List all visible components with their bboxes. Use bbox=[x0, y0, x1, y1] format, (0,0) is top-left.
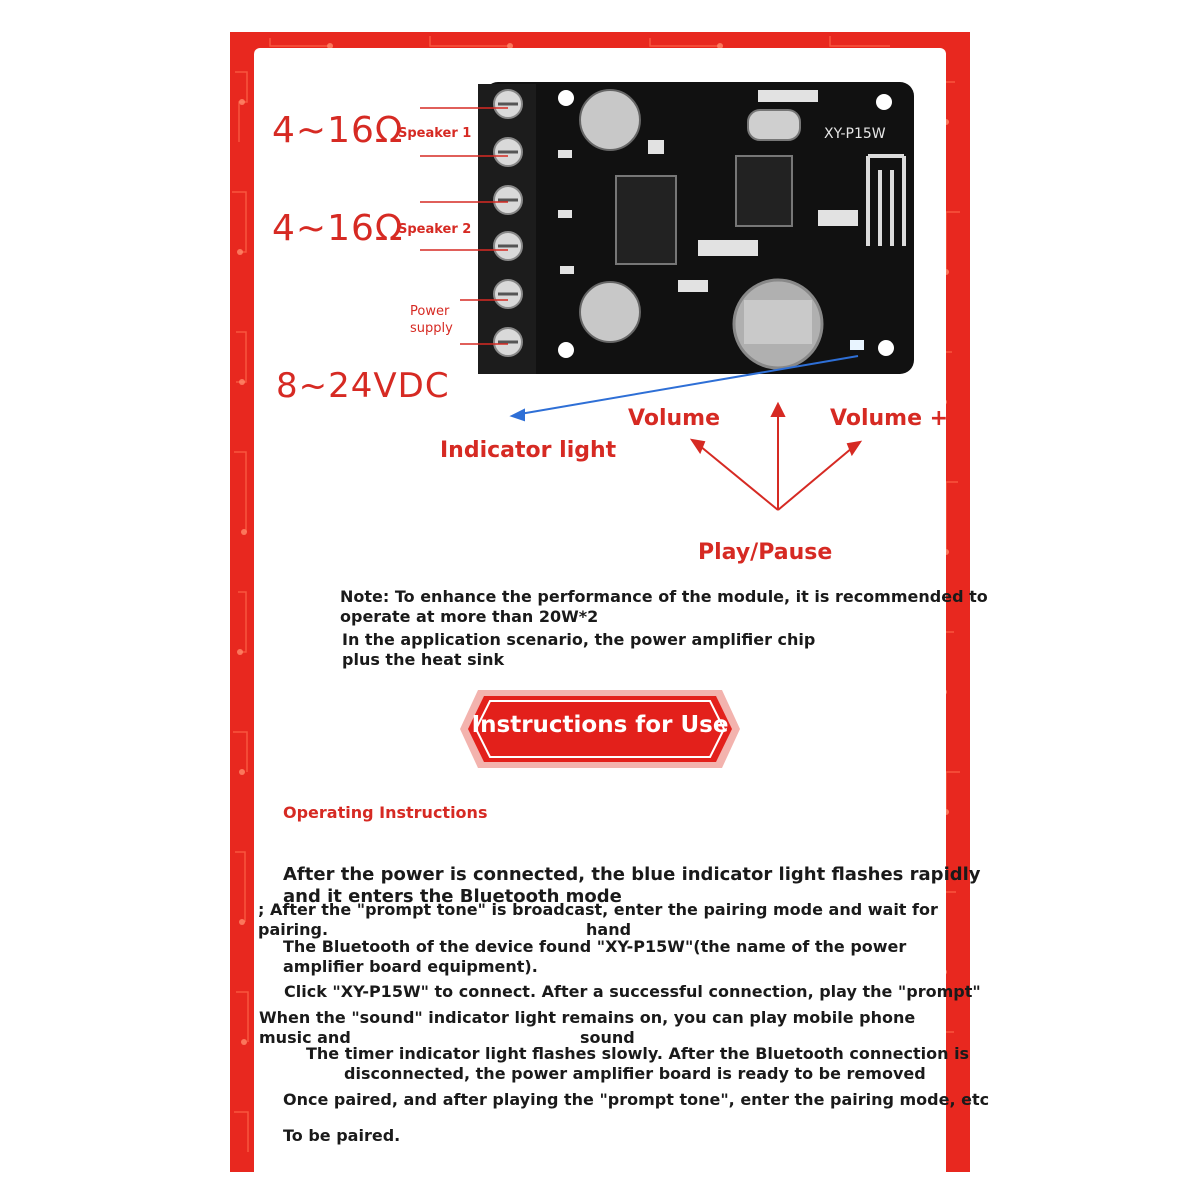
instruction-p1b: and it enters the Bluetooth mode bbox=[283, 886, 622, 907]
note-line3: In the application scenario, the power a… bbox=[342, 630, 816, 649]
instruction-p8: To be paired. bbox=[283, 1126, 401, 1145]
instruction-p6a: The timer indicator light flashes slowly… bbox=[306, 1044, 970, 1063]
amplifier-board-image: XY-P15W bbox=[478, 82, 914, 374]
board-name-text: XY-P15W bbox=[824, 126, 886, 142]
note-line1: Note: To enhance the performance of the … bbox=[340, 587, 988, 606]
note-line4: plus the heat sink bbox=[342, 650, 505, 669]
instruction-p7: Once paired, and after playing the "prom… bbox=[283, 1090, 990, 1109]
play-pause-label: Play/Pause bbox=[698, 540, 833, 565]
power-label-line2: supply bbox=[410, 321, 453, 336]
instruction-p1a: After the power is connected, the blue i… bbox=[283, 864, 981, 885]
volume-minus-label: Volume bbox=[628, 406, 720, 431]
instructions-banner bbox=[460, 690, 740, 768]
instruction-p2b: hand bbox=[586, 920, 632, 939]
indicator-light-label: Indicator light bbox=[440, 438, 617, 463]
voltage-label: 8~24VDC bbox=[276, 366, 450, 406]
instruction-p2a: ; After the "prompt tone" is broadcast, … bbox=[258, 900, 938, 939]
instruction-p4: Click "XY-P15W" to connect. After a succ… bbox=[284, 982, 981, 1001]
instruction-p3a: The Bluetooth of the device found "XY-P1… bbox=[283, 937, 907, 956]
speaker1-impedance: 4~16Ω bbox=[272, 110, 404, 151]
note-line2: operate at more than 20W*2 bbox=[340, 607, 599, 626]
instruction-p3b: amplifier board equipment). bbox=[283, 957, 538, 976]
instruction-p6b: disconnected, the power amplifier board … bbox=[344, 1064, 926, 1083]
banner-title: Instructions for Use bbox=[471, 712, 729, 738]
speaker2-label: Speaker 2 bbox=[398, 222, 472, 237]
speaker2-impedance: 4~16Ω bbox=[272, 208, 404, 249]
power-label-line1: Power bbox=[410, 304, 450, 319]
speaker1-label: Speaker 1 bbox=[398, 126, 472, 141]
instruction-p5a: When the "sound" indicator light remains… bbox=[259, 1008, 916, 1047]
instruction-p5b: sound bbox=[580, 1028, 635, 1047]
volume-plus-label: Volume + bbox=[830, 406, 949, 431]
instructions-heading: Operating Instructions bbox=[283, 803, 488, 822]
